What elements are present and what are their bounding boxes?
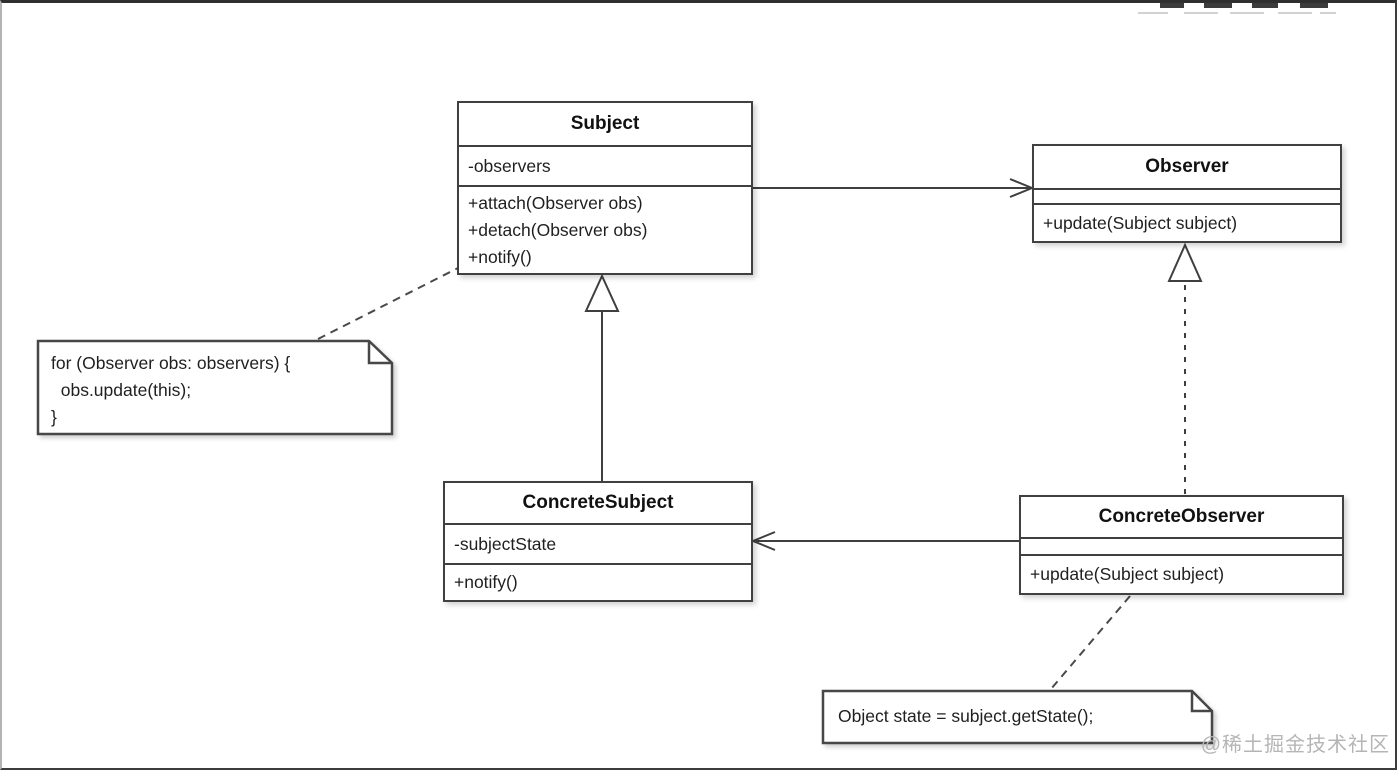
class-methods: +attach(Observer obs) +detach(Observer o… (459, 187, 751, 274)
top-edge-artifact (1138, 3, 1336, 14)
class-title: Observer (1034, 146, 1340, 190)
note-shape-for-loop (36, 339, 394, 436)
method: +notify() (454, 572, 518, 592)
class-concretesubject: ConcreteSubject -subjectState +notify() (443, 481, 753, 602)
class-observer: Observer +update(Subject subject) (1032, 144, 1342, 243)
class-methods: +update(Subject subject) (1021, 556, 1342, 593)
method: +update(Subject subject) (1030, 564, 1225, 584)
note-getstate: Object state = subject.getState(); (838, 703, 1093, 730)
class-attributes: -subjectState (445, 525, 751, 565)
method: +notify() (468, 247, 532, 267)
note-shape-getstate (821, 689, 1214, 745)
generalization-concretesubject-subject (584, 273, 620, 481)
class-subject: Subject -observers +attach(Observer obs)… (457, 101, 753, 275)
class-concreteobserver: ConcreteObserver +update(Subject subject… (1019, 495, 1344, 595)
realization-concreteobserver-observer (1167, 242, 1203, 494)
method: +update(Subject subject) (1043, 212, 1238, 233)
association-concreteobserver-concretesubject (750, 531, 1021, 551)
class-methods: +notify() (445, 565, 751, 600)
note-line: obs.update(this); (51, 380, 192, 400)
class-title: ConcreteObserver (1021, 497, 1342, 539)
relationship-lines (36, 3, 1336, 745)
watermark: @稀土掘金技术社区 (1200, 734, 1390, 756)
method: +attach(Observer obs) (468, 193, 643, 213)
note-line: for (Observer obs: observers) { (51, 353, 291, 373)
class-attributes: -observers (459, 147, 751, 187)
attribute: -observers (468, 155, 551, 176)
method: +detach(Observer obs) (468, 220, 648, 240)
note-line: Object state = subject.getState(); (838, 706, 1094, 726)
class-title: ConcreteSubject (445, 483, 751, 525)
note-line: } (51, 407, 57, 427)
attribute: -subjectState (454, 533, 557, 554)
class-title: Subject (459, 103, 751, 147)
class-attributes-empty (1021, 539, 1342, 556)
note-link-concreteobserver (1050, 595, 1131, 690)
note-for-loop: for (Observer obs: observers) { obs.upda… (51, 350, 290, 431)
class-methods: +update(Subject subject) (1034, 205, 1340, 241)
class-attributes-empty (1034, 190, 1340, 205)
association-subject-observer (753, 178, 1035, 198)
note-link-subject (317, 266, 461, 340)
